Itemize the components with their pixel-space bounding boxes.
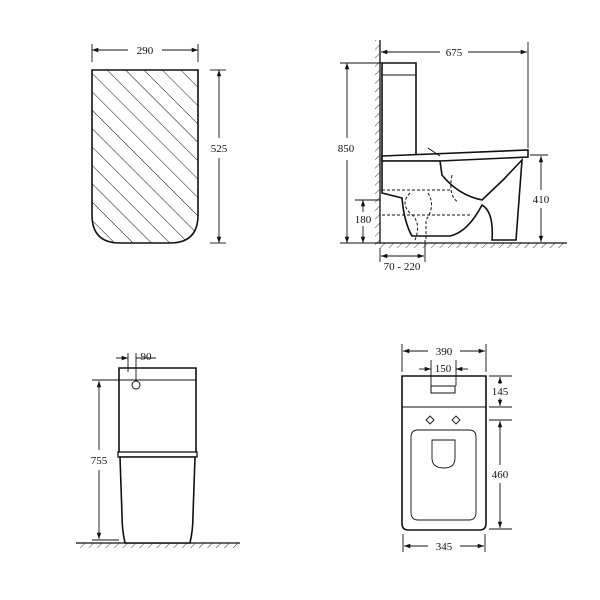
dim-tank-height: 755 xyxy=(91,455,108,467)
top-view: 390 150 145 460 345 xyxy=(401,344,512,553)
dim-seat-width: 290 xyxy=(137,45,154,57)
seat-side xyxy=(381,149,529,162)
tank-side xyxy=(381,62,417,161)
seat-top-view: 290 525 xyxy=(91,44,228,244)
dim-depth: 675 xyxy=(446,47,463,59)
dim-seat-height: 410 xyxy=(533,194,550,206)
seat-top xyxy=(410,429,477,521)
bowl-side xyxy=(381,157,523,241)
flush-button xyxy=(430,385,456,394)
dim-tank-depth: 145 xyxy=(492,386,509,398)
front-view: 90 755 xyxy=(76,351,240,548)
flush-button-icon xyxy=(131,380,141,390)
body-top xyxy=(401,375,487,531)
trap-hidden xyxy=(382,174,470,241)
bowl-opening xyxy=(431,439,456,469)
dim-top-width: 390 xyxy=(436,346,453,358)
seat-outline xyxy=(91,69,199,244)
dim-outlet-offset: 70 - 220 xyxy=(384,261,421,273)
tank-front xyxy=(118,367,197,456)
wall xyxy=(375,40,380,243)
side-view: 675 850 180 410 70 - 220 xyxy=(338,40,567,273)
dim-seat-length: 525 xyxy=(211,143,228,155)
dim-button-offset: 90 xyxy=(141,351,153,363)
mount-right-icon xyxy=(451,415,461,425)
mount-left-icon xyxy=(425,415,435,425)
dim-height: 850 xyxy=(338,143,355,155)
floor xyxy=(375,243,567,248)
bowl-front xyxy=(119,456,196,544)
dim-button-width: 150 xyxy=(435,363,452,375)
dim-outlet-height: 180 xyxy=(355,214,372,226)
dim-bottom-width: 345 xyxy=(436,541,453,553)
dim-bowl-length: 460 xyxy=(492,469,509,481)
front-floor xyxy=(76,543,240,548)
